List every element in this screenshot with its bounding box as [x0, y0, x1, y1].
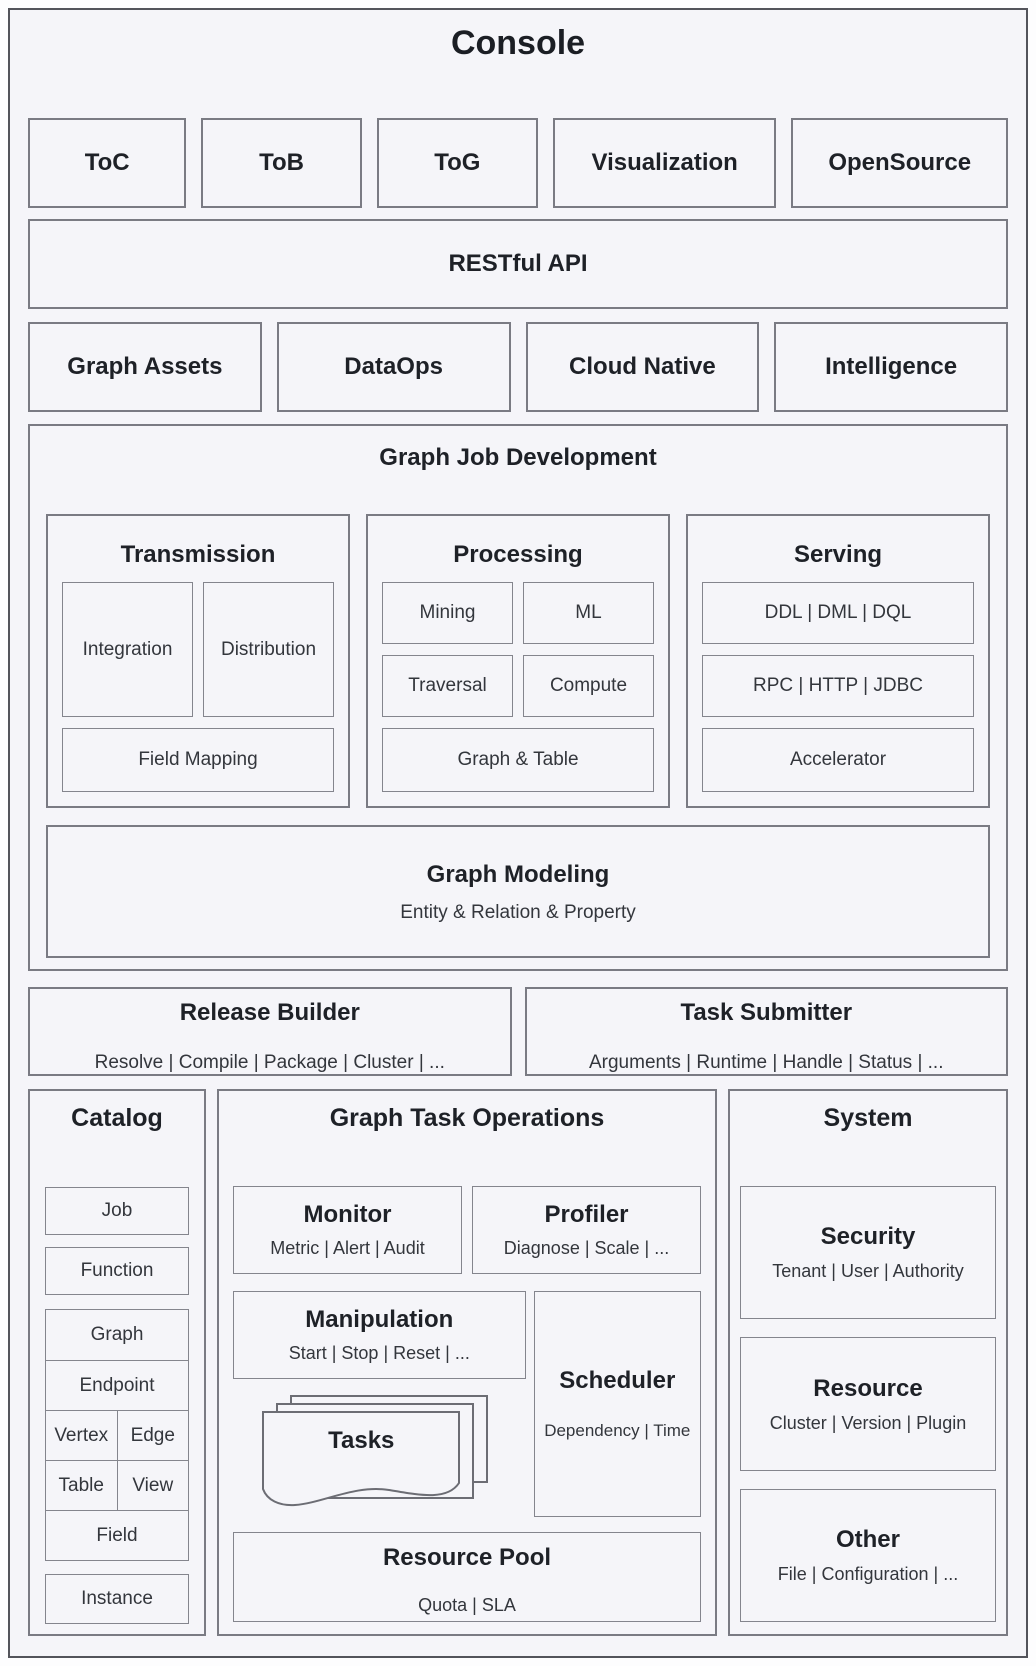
- resource-title: Resource: [813, 1374, 923, 1402]
- system-title: System: [823, 1104, 913, 1132]
- profiler-title: Profiler: [544, 1201, 629, 1228]
- cell-mining: Mining: [382, 582, 513, 645]
- transmission-cells: Integration Distribution: [62, 582, 334, 718]
- cell-function: Function: [45, 1247, 189, 1295]
- monitor-title: Monitor: [303, 1201, 392, 1228]
- manipulation-box: Manipulation Start | Stop | Reset | ...: [233, 1291, 526, 1379]
- graph-modeling-title: Graph Modeling: [426, 860, 610, 888]
- resource-pool-title: Resource Pool: [382, 1544, 552, 1571]
- release-builder-subtitle: Resolve | Compile | Package | Cluster | …: [94, 1052, 445, 1073]
- box-visualization: Visualization: [552, 118, 777, 208]
- resource-pool-subtitle: Quota | SLA: [418, 1595, 516, 1615]
- tasks-stack-icon: Tasks: [261, 1393, 497, 1515]
- box-tog: ToG: [376, 118, 538, 208]
- transmission-column: Transmission Integration Distribution Fi…: [46, 514, 350, 808]
- cell-accelerator: Accelerator: [702, 728, 974, 792]
- builders-row: Release Builder Resolve | Compile | Pack…: [28, 987, 1008, 1076]
- box-opensource: OpenSource: [791, 118, 1009, 208]
- gto-middle-row: Manipulation Start | Stop | Reset | ... …: [233, 1291, 701, 1517]
- task-submitter-box: Task Submitter Arguments | Runtime | Han…: [524, 987, 1008, 1076]
- resource-box: Resource Cluster | Version | Plugin: [740, 1337, 996, 1471]
- system-panel: System Security Tenant | User | Authorit…: [728, 1089, 1008, 1636]
- serving-title: Serving: [793, 541, 883, 568]
- tasks-title: Tasks: [328, 1427, 395, 1454]
- cell-ml: ML: [523, 582, 654, 645]
- box-toc: ToC: [28, 118, 187, 208]
- cell-endpoint: Endpoint: [46, 1360, 188, 1410]
- release-builder-title: Release Builder: [179, 999, 360, 1026]
- serving-cells: DDL | DML | DQL RPC | HTTP | JDBC: [702, 582, 974, 718]
- page-title: Console: [450, 24, 586, 62]
- tasks-area: Tasks: [233, 1379, 526, 1517]
- cell-graph: Graph: [90, 1324, 144, 1345]
- processing-column: Processing Mining ML Traversal Compute G…: [366, 514, 670, 808]
- cell-integration: Integration: [62, 582, 193, 718]
- task-submitter-title: Task Submitter: [680, 999, 853, 1026]
- graph-task-operations-title: Graph Task Operations: [329, 1104, 605, 1132]
- cell-instance: Instance: [45, 1574, 189, 1624]
- platform-row: Graph Assets DataOps Cloud Native Intell…: [28, 322, 1008, 412]
- cell-compute: Compute: [523, 655, 654, 718]
- catalog-title: Catalog: [71, 1104, 163, 1132]
- box-graph-assets: Graph Assets: [28, 322, 262, 412]
- box-intelligence: Intelligence: [774, 322, 1008, 412]
- cell-field-mapping: Field Mapping: [62, 728, 334, 792]
- other-box: Other File | Configuration | ...: [740, 1489, 996, 1622]
- cell-table-view: Table View: [46, 1460, 188, 1510]
- monitor-subtitle: Metric | Alert | Audit: [270, 1238, 425, 1258]
- graph-job-columns: Transmission Integration Distribution Fi…: [46, 514, 990, 808]
- processing-cells: Mining ML Traversal Compute: [382, 582, 654, 718]
- cell-edge: Edge: [116, 1411, 189, 1460]
- cell-field: Field: [46, 1510, 188, 1560]
- cell-traversal: Traversal: [382, 655, 513, 718]
- box-cloud-native: Cloud Native: [525, 322, 760, 412]
- scheduler-subtitle: Dependency | Time: [544, 1421, 691, 1440]
- processing-title: Processing: [453, 541, 583, 568]
- box-tob: ToB: [201, 118, 362, 208]
- other-subtitle: File | Configuration | ...: [777, 1564, 959, 1584]
- profiler-subtitle: Diagnose | Scale | ...: [503, 1238, 670, 1258]
- monitor-box: Monitor Metric | Alert | Audit: [233, 1186, 462, 1274]
- resource-subtitle: Cluster | Version | Plugin: [769, 1412, 967, 1433]
- security-box: Security Tenant | User | Authority: [740, 1186, 996, 1319]
- cell-table: Table: [58, 1474, 104, 1496]
- graph-modeling-box: Graph Modeling Entity & Relation & Prope…: [46, 825, 990, 958]
- cell-rpc-http-jdbc: RPC | HTTP | JDBC: [702, 655, 974, 718]
- catalog-panel: Catalog Job Function Graph Endpoint Vert…: [28, 1089, 206, 1636]
- cell-ddl-dml-dql: DDL | DML | DQL: [702, 582, 974, 645]
- product-row: ToC ToB ToG Visualization OpenSource: [28, 118, 1009, 208]
- box-dataops: DataOps: [276, 322, 511, 412]
- cell-graph-and-table: Graph & Table: [382, 728, 654, 792]
- box-restful-api: RESTful API: [28, 219, 1008, 309]
- security-subtitle: Tenant | User | Authority: [772, 1261, 964, 1281]
- profiler-box: Profiler Diagnose | Scale | ...: [472, 1186, 701, 1274]
- cell-distribution: Distribution: [203, 582, 334, 718]
- serving-column: Serving DDL | DML | DQL RPC | HTTP | JDB…: [686, 514, 990, 808]
- release-builder-box: Release Builder Resolve | Compile | Pack…: [28, 987, 512, 1076]
- task-submitter-subtitle: Arguments | Runtime | Handle | Status | …: [588, 1052, 944, 1073]
- graph-job-development-panel: Graph Job Development Transmission Integ…: [28, 424, 1008, 971]
- other-title: Other: [835, 1526, 900, 1553]
- gto-left-column: Manipulation Start | Stop | Reset | ... …: [233, 1291, 526, 1517]
- catalog-schema-group: Graph Endpoint Vertex Edge Table View Fi…: [45, 1309, 189, 1561]
- architecture-diagram: Console ToC ToB ToG Visualization OpenSo…: [8, 8, 1028, 1658]
- scheduler-title: Scheduler: [559, 1367, 676, 1394]
- bottom-row: Catalog Job Function Graph Endpoint Vert…: [28, 1089, 1008, 1636]
- graph-job-development-title: Graph Job Development: [379, 444, 657, 471]
- security-title: Security: [820, 1223, 916, 1250]
- cell-vertex: Vertex: [54, 1424, 109, 1446]
- cell-vertex-edge: Vertex Edge: [46, 1410, 188, 1460]
- scheduler-box: Scheduler Dependency | Time: [533, 1291, 701, 1517]
- gto-monitor-profiler-row: Monitor Metric | Alert | Audit Profiler …: [233, 1186, 701, 1274]
- resource-pool-box: Resource Pool Quota | SLA: [233, 1532, 701, 1622]
- cell-view: View: [116, 1461, 189, 1510]
- transmission-title: Transmission: [120, 541, 276, 568]
- graph-task-operations-panel: Graph Task Operations Monitor Metric | A…: [217, 1089, 717, 1636]
- graph-modeling-subtitle: Entity & Relation & Property: [400, 901, 636, 923]
- manipulation-subtitle: Start | Stop | Reset | ...: [288, 1343, 470, 1363]
- manipulation-title: Manipulation: [305, 1306, 454, 1333]
- gto-right-column: Scheduler Dependency | Time: [533, 1291, 701, 1517]
- cell-job: Job: [45, 1187, 189, 1235]
